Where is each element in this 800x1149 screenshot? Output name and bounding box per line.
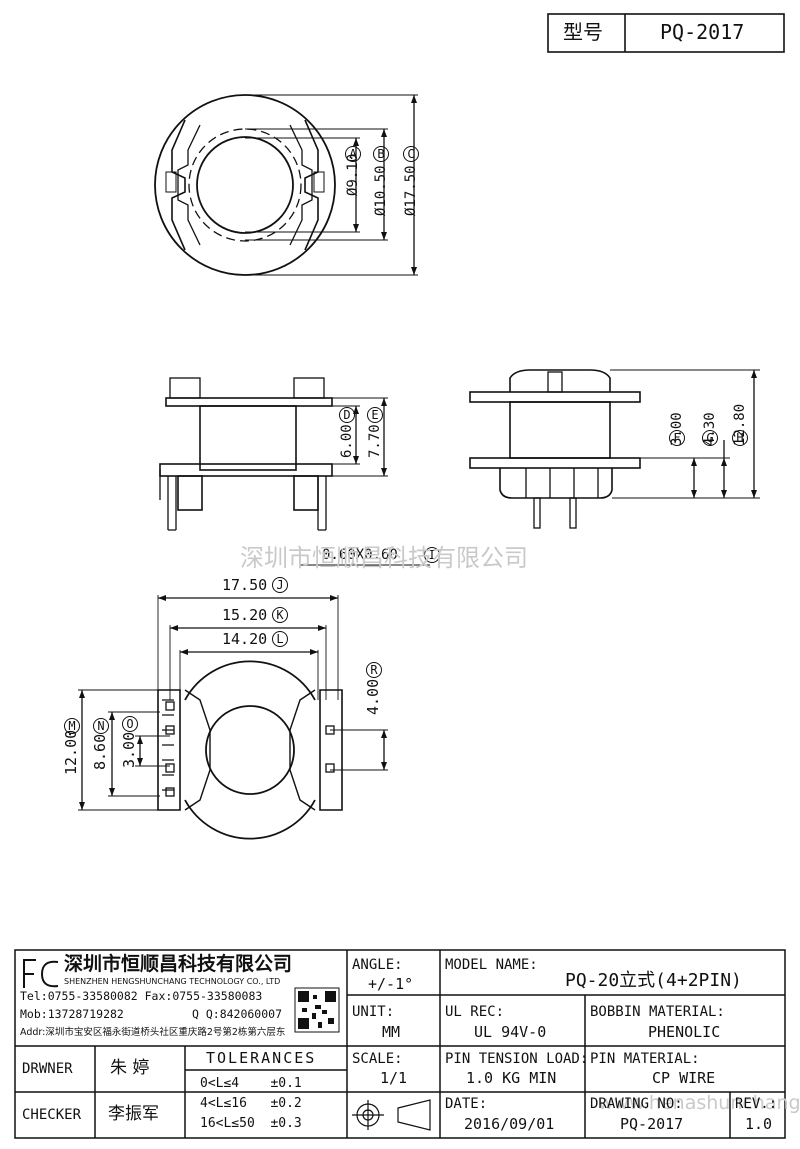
dim-k: 15.20 <box>222 606 268 624</box>
dim-e: 7.70 <box>367 424 383 458</box>
dim-o: 3.00 <box>120 731 138 768</box>
unit-value: MM <box>382 1023 401 1041</box>
tolerances-label: TOLERANCES <box>206 1049 317 1067</box>
marker-f: F <box>669 430 685 446</box>
projection-symbol <box>352 1099 431 1131</box>
pin-material-label: PIN MATERIAL: <box>590 1051 700 1067</box>
bobbin-material-label: BOBBIN MATERIAL: <box>590 1004 725 1020</box>
watermark-corner: www.henashunchang.com <box>598 1092 800 1114</box>
marker-i: I <box>424 547 440 563</box>
date-label: DATE: <box>445 1096 488 1112</box>
tolerance-row-2: 4<L≤16 ±0.2 <box>200 1096 302 1111</box>
marker-m: M <box>64 718 80 734</box>
bobbin-material-value: PHENOLIC <box>648 1023 721 1041</box>
dim-n: 8.60 <box>91 733 109 770</box>
angle-value: +/-1° <box>368 975 414 993</box>
company-qq: Q Q:842060007 <box>192 1007 283 1021</box>
drawner-value: 朱 婷 <box>110 1058 150 1078</box>
dim-m: 12.00 <box>62 729 80 775</box>
model-label: MODEL NAME: <box>445 957 538 973</box>
top-view <box>154 94 418 276</box>
qr-code <box>294 987 340 1033</box>
side-view <box>469 369 760 529</box>
dim-c: Ø17.50 <box>403 165 419 216</box>
company-name-cn: 深圳市恒顺昌科技有限公司 <box>64 953 293 975</box>
marker-b: B <box>373 146 389 162</box>
ul-value: UL 94V-0 <box>474 1023 547 1041</box>
watermark-center: 深圳市恒顺昌科技有限公司 <box>240 544 528 572</box>
tolerance-row-3: 16<L≤50 ±0.3 <box>200 1116 302 1131</box>
date-value: 2016/09/01 <box>464 1115 555 1133</box>
dim-l: 14.20 <box>222 630 268 648</box>
scale-label: SCALE: <box>352 1051 403 1067</box>
drawner-label: DRWNER <box>22 1061 73 1077</box>
marker-e: E <box>367 407 383 423</box>
type-value: PQ-2017 <box>660 20 745 44</box>
checker-label: CHECKER <box>22 1107 82 1123</box>
angle-label: ANGLE: <box>352 957 403 973</box>
front-view <box>159 377 430 566</box>
drawing-no-label: DRAWING NO: <box>590 1096 683 1112</box>
company-name-en: SHENZHEN HENGSHUNCHANG TECHNOLOGY CO., L… <box>64 977 281 986</box>
dim-r: 4.00 <box>364 678 382 715</box>
pin-tension-value: 1.0 KG MIN <box>466 1069 557 1087</box>
scale-value: 1/1 <box>380 1069 408 1087</box>
marker-l: L <box>272 631 288 647</box>
marker-g: G <box>702 430 718 446</box>
company-mob: Mob:13728719282 <box>20 1007 124 1021</box>
dim-pin: 0.60X0.60 <box>322 547 398 563</box>
pin-material-value: CP WIRE <box>652 1069 716 1087</box>
model-value: PQ-20立式(4+2PIN) <box>565 970 742 991</box>
dim-j: 17.50 <box>222 576 268 594</box>
type-label: 型号 <box>563 20 603 44</box>
rev-label: REV.: <box>735 1096 778 1112</box>
marker-k: K <box>272 607 288 623</box>
checker-value: 李振军 <box>108 1104 159 1124</box>
marker-h: H <box>732 430 748 446</box>
marker-r: R <box>366 662 382 678</box>
marker-d: D <box>339 407 355 423</box>
company-tel: Tel:0755-33580082 Fax:0755-33580083 <box>20 989 263 1003</box>
marker-c: C <box>403 146 419 162</box>
company-logo <box>23 959 59 988</box>
ul-label: UL REC: <box>445 1004 505 1020</box>
company-address: Addr:深圳市宝安区福永街道桥头社区重庆路2号第2栋第六层东 <box>20 1027 286 1038</box>
rev-value: 1.0 <box>745 1115 773 1133</box>
title-block-grid <box>14 949 786 1139</box>
dim-d: 6.00 <box>339 424 355 458</box>
drawing-no-value: PQ-2017 <box>620 1115 684 1133</box>
marker-o: O <box>122 716 138 732</box>
marker-a: A <box>345 146 361 162</box>
tolerance-row-1: 0<L≤4 ±0.1 <box>200 1076 302 1091</box>
pin-tension-label: PIN TENSION LOAD: <box>445 1051 589 1067</box>
marker-j: J <box>272 577 288 593</box>
dim-b: Ø10.50 <box>373 165 389 216</box>
marker-n: N <box>93 718 109 734</box>
unit-label: UNIT: <box>352 1004 395 1020</box>
